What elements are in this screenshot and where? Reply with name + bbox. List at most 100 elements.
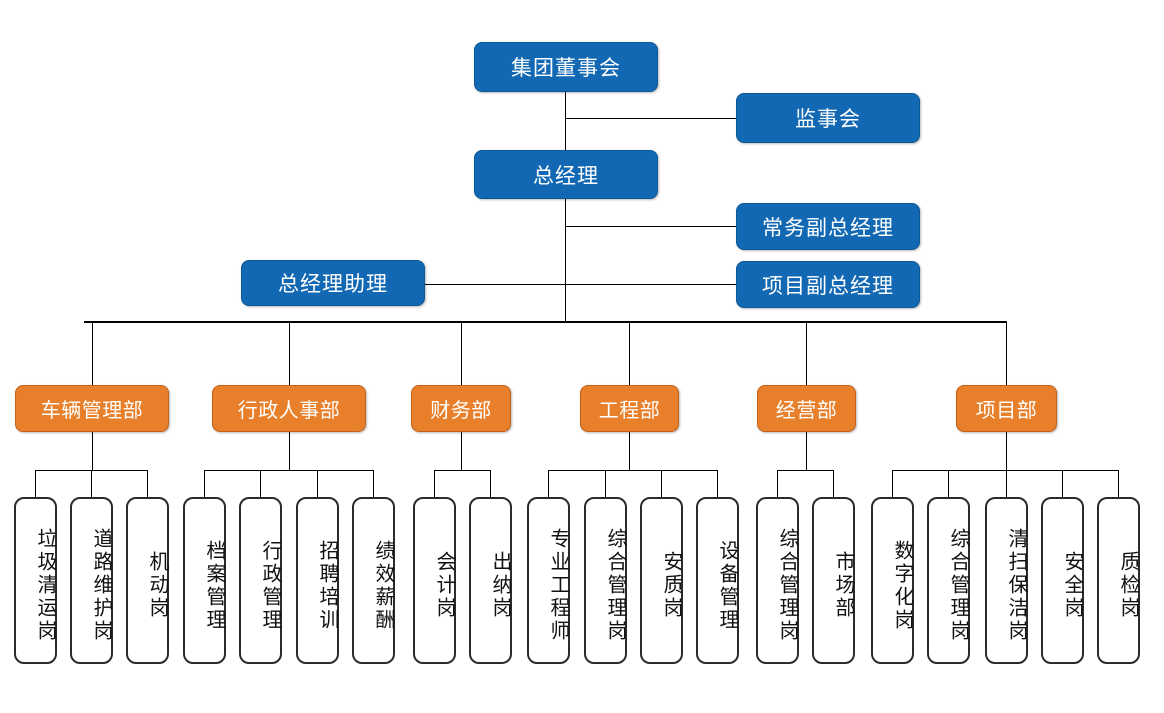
node-general-manager-label: 总经理 — [533, 164, 599, 188]
connector-leaf-17 — [948, 470, 949, 497]
node-position[interactable]: 设备管理 — [696, 497, 739, 664]
connector-dept-3-stem — [461, 432, 462, 470]
node-department-label: 行政人事部 — [237, 400, 341, 422]
node-position[interactable]: 安全岗 — [1041, 497, 1084, 664]
node-position[interactable]: 专业工程师 — [527, 497, 570, 664]
node-department-label: 工程部 — [598, 400, 661, 422]
node-position-label: 会计岗 — [433, 551, 455, 620]
node-position-label: 综合管理岗 — [604, 528, 626, 643]
connector-leaf-11 — [605, 470, 606, 497]
subbus-dept-5 — [777, 470, 833, 471]
node-position-label: 设备管理 — [716, 539, 738, 632]
node-position[interactable]: 清扫保洁岗 — [985, 497, 1028, 664]
subbus-dept-2 — [204, 470, 373, 471]
node-position[interactable]: 绩效薪酬 — [352, 497, 395, 664]
node-position-label: 绩效薪酬 — [372, 539, 394, 632]
node-position[interactable]: 道路维护岗 — [70, 497, 113, 664]
connector-leaf-9 — [490, 470, 491, 497]
connector-to-project-deputy-gm — [565, 284, 736, 285]
node-position-label: 市场部 — [832, 551, 854, 620]
node-department-engineering[interactable]: 工程部 — [580, 385, 679, 432]
connector-leaf-12 — [661, 470, 662, 497]
connector-bus-to-dept-2 — [289, 321, 290, 385]
node-position[interactable]: 机动岗 — [126, 497, 169, 664]
connector-board-to-gm — [565, 92, 566, 150]
node-supervisory-board-label: 监事会 — [795, 108, 861, 131]
node-position-label: 道路维护岗 — [90, 528, 112, 643]
connector-bus-to-dept-6 — [1006, 321, 1007, 385]
node-general-manager[interactable]: 总经理 — [474, 150, 658, 199]
subbus-dept-4 — [548, 470, 717, 471]
node-position[interactable]: 招聘培训 — [296, 497, 339, 664]
node-gm-assistant[interactable]: 总经理助理 — [241, 260, 425, 306]
node-position-label: 行政管理 — [259, 539, 281, 632]
connector-leaf-8 — [434, 470, 435, 497]
node-position[interactable]: 会计岗 — [413, 497, 456, 664]
node-position[interactable]: 市场部 — [812, 497, 855, 664]
node-position[interactable]: 档案管理 — [183, 497, 226, 664]
node-board[interactable]: 集团董事会 — [474, 42, 658, 92]
node-department-vehicle-management[interactable]: 车辆管理部 — [15, 385, 169, 432]
subbus-dept-6 — [892, 470, 1118, 471]
connector-to-supervisory — [565, 118, 736, 119]
node-supervisory-board[interactable]: 监事会 — [736, 93, 920, 143]
connector-leaf-18 — [1006, 470, 1007, 497]
node-position-label: 安质岗 — [660, 551, 682, 620]
connector-leaf-5 — [260, 470, 261, 497]
node-department-project[interactable]: 项目部 — [956, 385, 1057, 432]
connector-dept-6-stem — [1006, 432, 1007, 470]
node-position-label: 机动岗 — [146, 551, 168, 620]
connector-leaf-10 — [548, 470, 549, 497]
connector-leaf-15 — [833, 470, 834, 497]
node-department-label: 项目部 — [975, 400, 1038, 422]
node-position[interactable]: 质检岗 — [1097, 497, 1140, 664]
node-position-label: 清扫保洁岗 — [1005, 528, 1027, 643]
connector-dept-2-stem — [289, 432, 290, 470]
node-department-label: 车辆管理部 — [40, 400, 144, 422]
connector-leaf-2 — [91, 470, 92, 497]
node-position-label: 质检岗 — [1117, 551, 1139, 620]
connector-leaf-3 — [147, 470, 148, 497]
node-position-label: 垃圾清运岗 — [34, 528, 56, 643]
node-project-deputy-gm[interactable]: 项目副总经理 — [736, 261, 920, 308]
connector-bus-to-dept-4 — [629, 321, 630, 385]
node-position-label: 安全岗 — [1061, 551, 1083, 620]
node-department-label: 经营部 — [775, 400, 838, 422]
connector-to-gm-assistant — [425, 284, 565, 285]
node-position[interactable]: 综合管理岗 — [756, 497, 799, 664]
connector-dept-4-stem — [629, 432, 630, 470]
node-exec-deputy-gm[interactable]: 常务副总经理 — [736, 203, 920, 250]
subbus-dept-3 — [434, 470, 490, 471]
node-project-deputy-gm-label: 项目副总经理 — [762, 274, 894, 298]
node-position[interactable]: 出纳岗 — [469, 497, 512, 664]
node-position[interactable]: 安质岗 — [640, 497, 683, 664]
node-position[interactable]: 数字化岗 — [871, 497, 914, 664]
department-bus — [84, 321, 1007, 323]
node-department-finance[interactable]: 财务部 — [411, 385, 511, 432]
connector-gm-to-bus — [565, 199, 566, 322]
node-department-operations[interactable]: 经营部 — [757, 385, 856, 432]
node-position[interactable]: 综合管理岗 — [584, 497, 627, 664]
node-gm-assistant-label: 总经理助理 — [278, 273, 388, 296]
connector-leaf-1 — [35, 470, 36, 497]
connector-leaf-14 — [777, 470, 778, 497]
connector-leaf-7 — [373, 470, 374, 497]
node-position-label: 档案管理 — [203, 539, 225, 632]
node-department-admin-hr[interactable]: 行政人事部 — [212, 385, 366, 432]
connector-leaf-4 — [204, 470, 205, 497]
node-position[interactable]: 综合管理岗 — [927, 497, 970, 664]
node-department-label: 财务部 — [430, 400, 492, 422]
node-position-label: 综合管理岗 — [776, 528, 798, 643]
connector-bus-to-dept-1 — [92, 321, 93, 385]
connector-dept-1-stem — [92, 432, 93, 470]
connector-leaf-16 — [892, 470, 893, 497]
node-position-label: 综合管理岗 — [947, 528, 969, 643]
connector-leaf-19 — [1062, 470, 1063, 497]
node-position[interactable]: 行政管理 — [239, 497, 282, 664]
connector-leaf-13 — [717, 470, 718, 497]
node-position[interactable]: 垃圾清运岗 — [14, 497, 57, 664]
node-position-label: 出纳岗 — [489, 551, 511, 620]
node-exec-deputy-gm-label: 常务副总经理 — [762, 216, 894, 240]
node-position-label: 招聘培训 — [316, 539, 338, 632]
